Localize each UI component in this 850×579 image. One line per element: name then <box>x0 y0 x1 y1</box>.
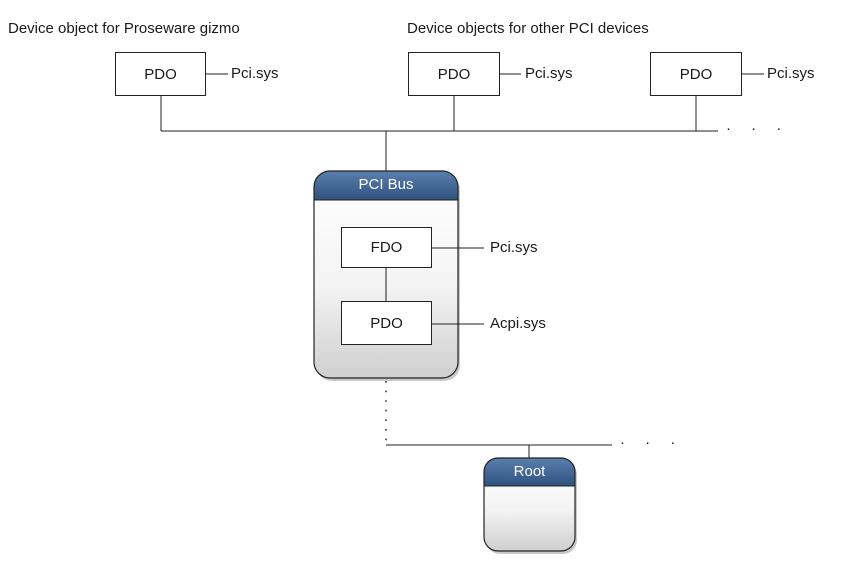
root-title: Root <box>513 463 546 480</box>
root-node-shape <box>483 457 577 554</box>
bottom-connector-lines <box>386 444 612 458</box>
driver-label-pci-2: Pci.sys <box>525 65 573 82</box>
pdo-box-proseware: PDO <box>115 52 206 96</box>
pci-bus-title: PCI Bus <box>358 176 414 193</box>
pdo-box-other-2: PDO <box>650 52 742 96</box>
fdo-box: FDO <box>341 227 432 268</box>
driver-label-pci-3: Pci.sys <box>767 65 815 82</box>
caption-proseware-gizmo: Device object for Proseware gizmo <box>8 20 240 37</box>
pdo-box-bus: PDO <box>341 301 432 345</box>
driver-label-pci-1: Pci.sys <box>231 65 279 82</box>
pdo-box-other-1: PDO <box>408 52 500 96</box>
continuation-dots-top: · · · <box>726 120 790 137</box>
continuation-dots-bottom: · · · <box>620 434 684 451</box>
bus-inner-lines <box>385 247 484 325</box>
caption-other-pci-devices: Device objects for other PCI devices <box>407 20 649 37</box>
driver-label-acpi: Acpi.sys <box>490 315 546 332</box>
driver-label-fdo-pci: Pci.sys <box>490 239 538 256</box>
top-connector-lines <box>160 73 764 171</box>
pci-bus-node-shape <box>313 170 460 381</box>
